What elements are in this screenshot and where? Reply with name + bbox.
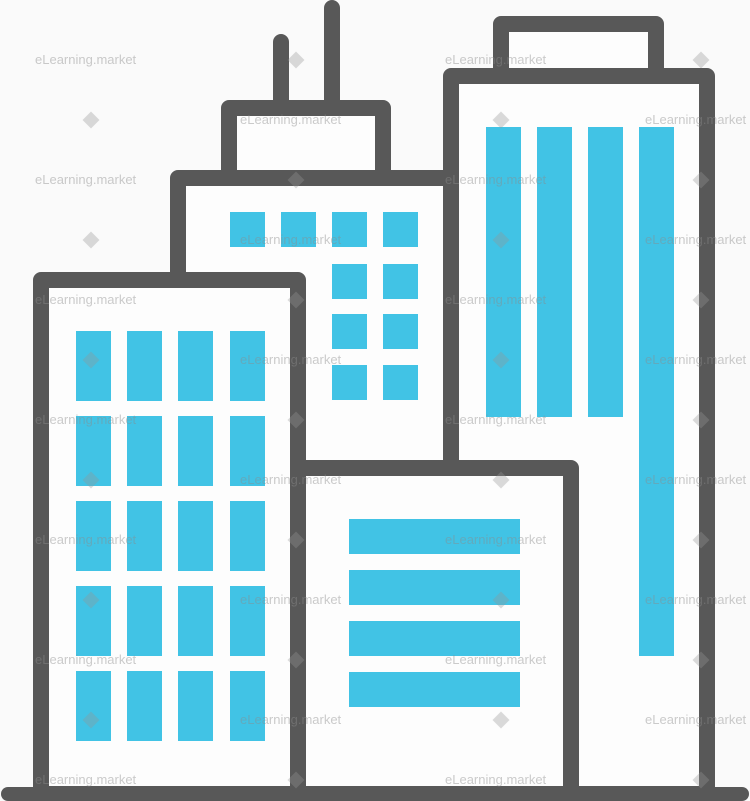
left-tower-window <box>127 586 162 656</box>
left-tower-window <box>178 501 213 571</box>
left-tower-window <box>230 501 265 571</box>
left-tower-window <box>230 586 265 656</box>
middle-tower-window <box>383 264 418 299</box>
middle-tower-window <box>383 212 418 247</box>
left-tower-window <box>127 501 162 571</box>
left-tower-window <box>127 671 162 741</box>
left-tower-window <box>127 331 162 401</box>
low-building-window-bar <box>349 621 520 656</box>
left-tower-window <box>230 331 265 401</box>
left-tower-window <box>76 416 111 486</box>
left-tower-window <box>178 331 213 401</box>
middle-tower-window <box>332 212 367 247</box>
middle-tower-window <box>332 264 367 299</box>
low-building-window-bar <box>349 519 520 554</box>
left-tower-window <box>230 416 265 486</box>
left-tower-window <box>127 416 162 486</box>
middle-tower-window <box>383 314 418 349</box>
tall-tower-window-strip <box>486 127 521 417</box>
left-tower-window <box>76 586 111 656</box>
tall-tower-window-strip <box>537 127 572 417</box>
middle-tower-window <box>230 212 265 247</box>
tall-tower-window-strip <box>588 127 623 417</box>
windows <box>76 127 674 741</box>
tall-tower-window-strip <box>639 127 674 656</box>
middle-tower-window <box>383 365 418 400</box>
left-tower-window <box>76 331 111 401</box>
low-building-window-bar <box>349 570 520 605</box>
left-tower-window <box>178 416 213 486</box>
middle-tower-window <box>332 365 367 400</box>
left-tower-window <box>178 586 213 656</box>
middle-tower-window <box>332 314 367 349</box>
middle-tower-roof <box>221 100 391 186</box>
left-tower-window <box>230 671 265 741</box>
low-building-window-bar <box>349 672 520 707</box>
left-tower-window <box>178 671 213 741</box>
left-tower-window <box>76 671 111 741</box>
left-tower-window <box>76 501 111 571</box>
middle-tower-window <box>281 212 316 247</box>
